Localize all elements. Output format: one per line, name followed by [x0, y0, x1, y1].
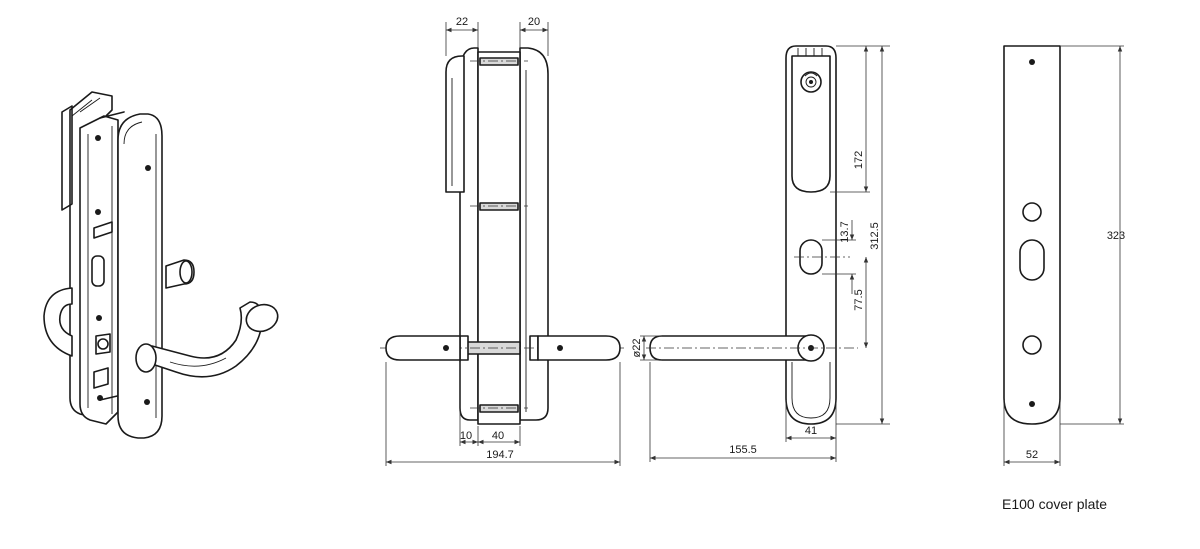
dim-front-155-5: 155.5: [729, 444, 757, 456]
isometric-view: [43, 91, 279, 439]
side-view: 22 20: [380, 16, 625, 466]
dim-cover-52: 52: [1026, 449, 1038, 461]
cover-plate-view: 323 52: [1003, 45, 1125, 466]
dim-side-10: 10: [460, 430, 472, 442]
iso-front-escutcheon: [117, 113, 163, 439]
dim-front-13-7: 13.7: [839, 221, 851, 242]
dim-front-dia22: ø22: [631, 339, 643, 358]
dim-side-22: 22: [456, 16, 468, 28]
dim-cover-323: 323: [1107, 230, 1125, 242]
iso-rear-handle: [43, 287, 73, 357]
dim-side-40: 40: [492, 430, 504, 442]
side-left-lever: [385, 335, 461, 361]
side-right-escutcheon: [519, 47, 549, 421]
cover-plate: [1003, 45, 1061, 425]
side-screw-mid: [470, 202, 528, 211]
side-right-lever: [537, 335, 621, 361]
side-screw-top: [470, 57, 528, 66]
dim-front-312-5: 312.5: [869, 222, 881, 250]
dim-side-20: 20: [528, 16, 540, 28]
dim-side-194-7: 194.7: [486, 449, 514, 461]
dim-front-172: 172: [853, 151, 865, 169]
front-view: 172 13.7 312.5 77.5 ø22 41 155.5: [631, 45, 890, 462]
side-screw-bottom: [470, 404, 528, 413]
cover-plate-caption: E100 cover plate: [1002, 496, 1108, 512]
dim-front-41: 41: [805, 425, 817, 437]
dim-front-77-5: 77.5: [853, 289, 865, 310]
